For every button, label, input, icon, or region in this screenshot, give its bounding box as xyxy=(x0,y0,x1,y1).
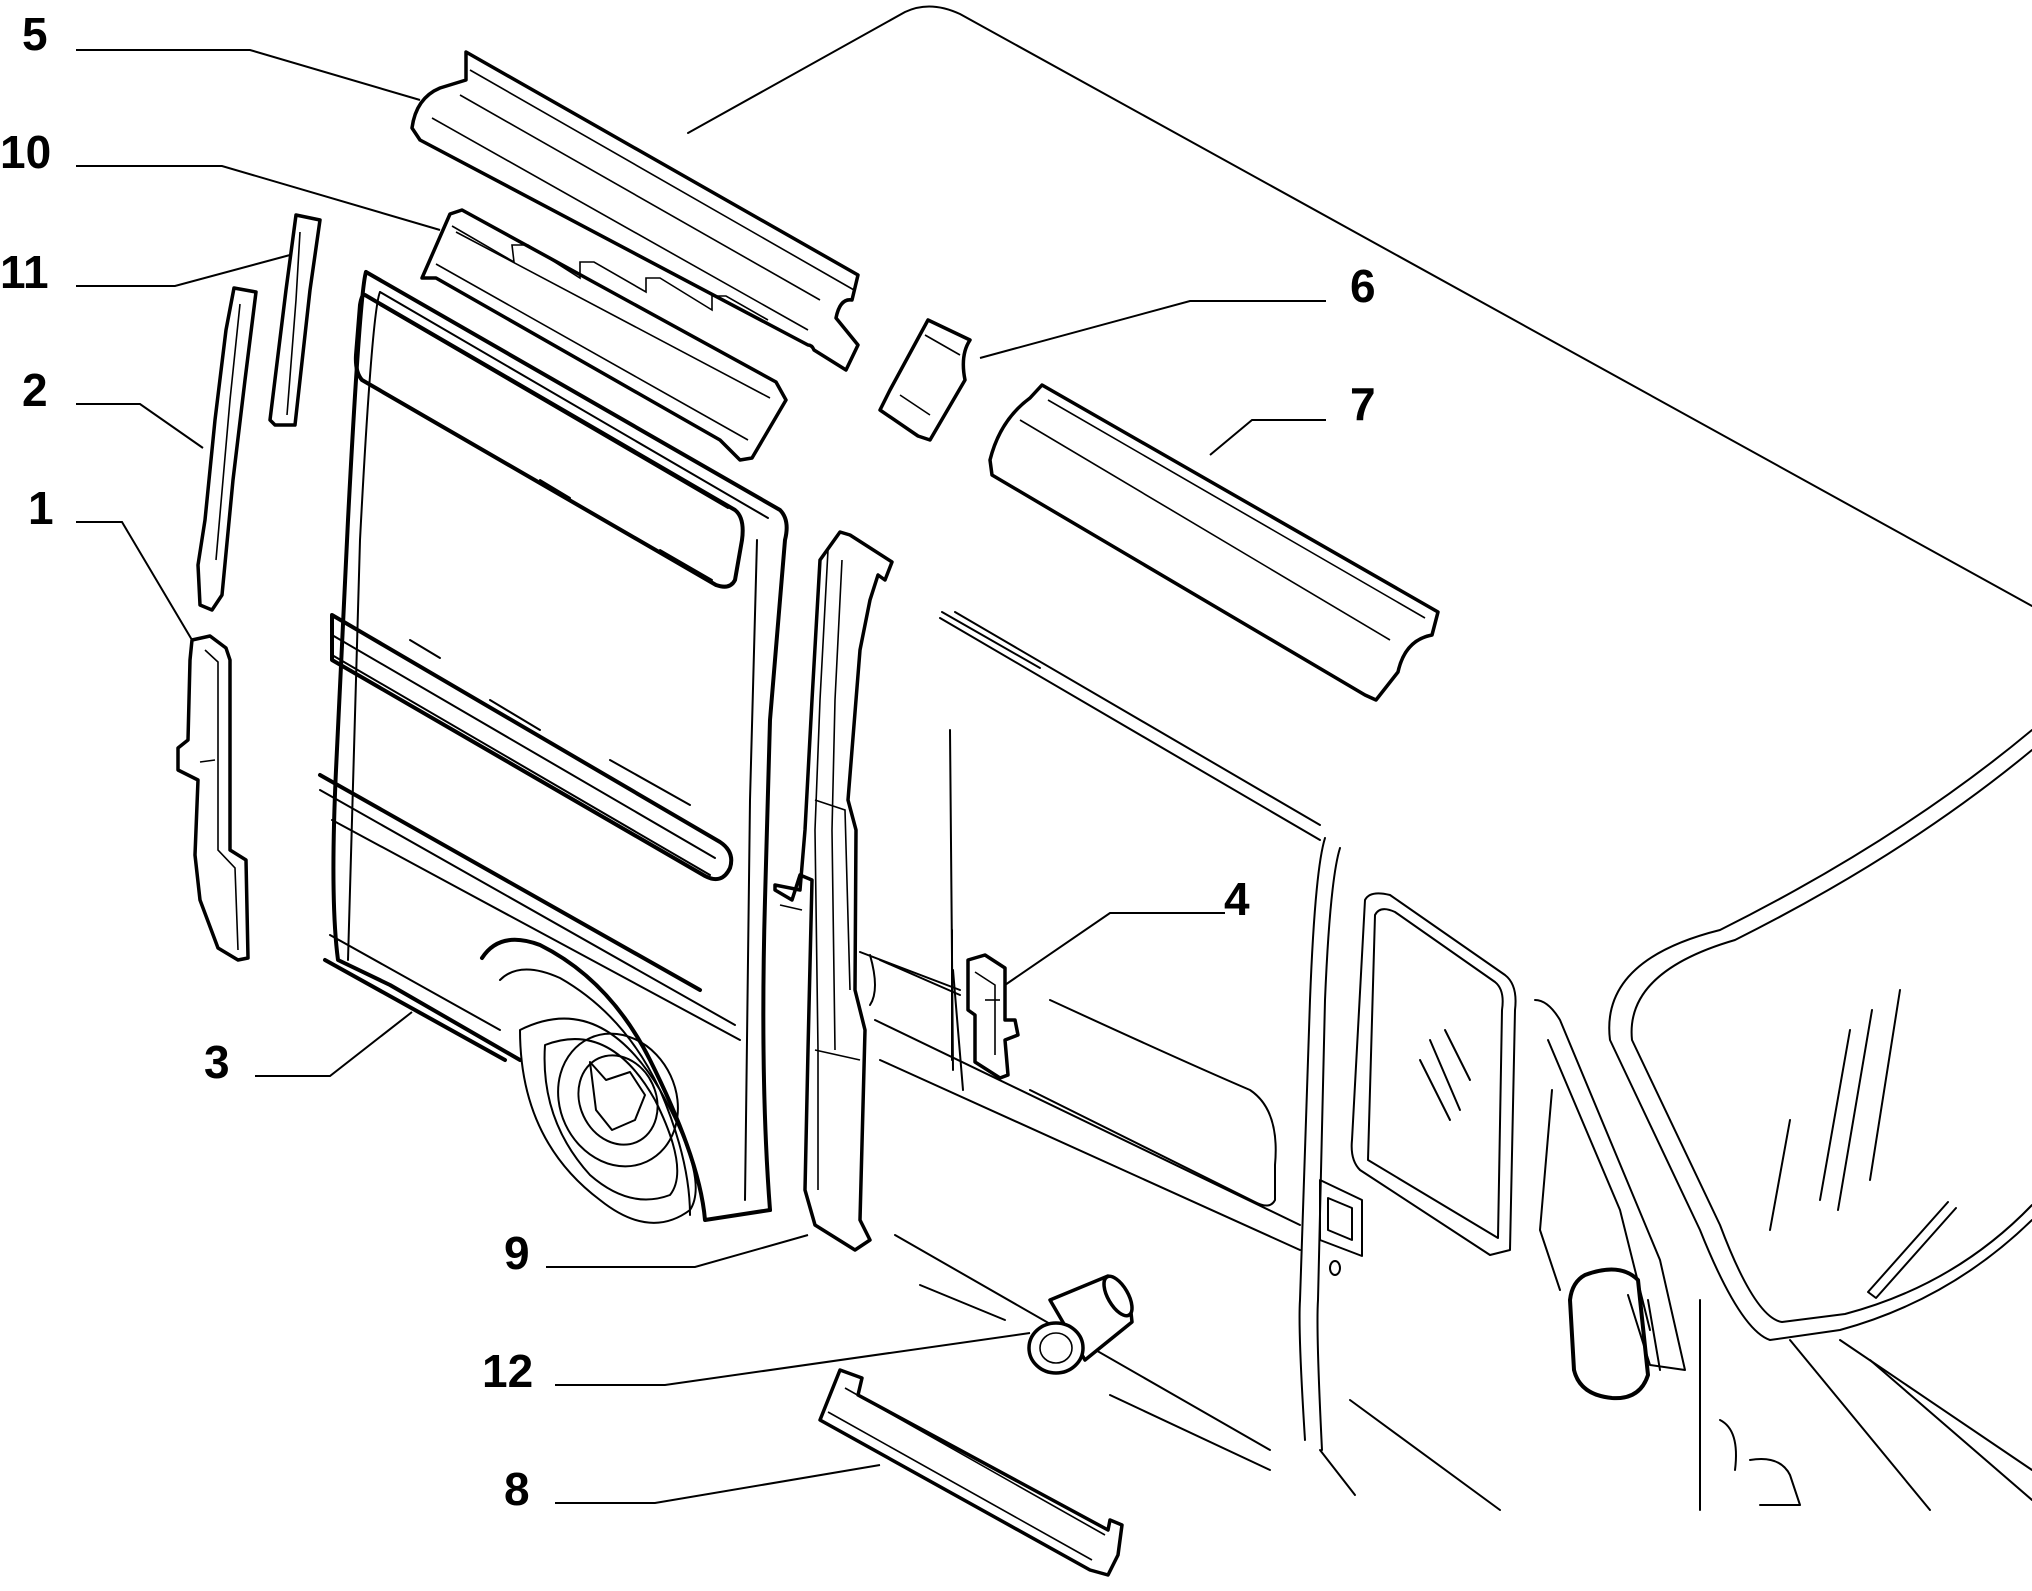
callout-9: 9 xyxy=(504,1227,530,1279)
callout-10: 10 xyxy=(0,126,51,178)
part-7-long-rail xyxy=(988,383,1440,702)
callout-6: 6 xyxy=(1350,260,1376,312)
callout-labels: 5 10 11 2 1 3 6 7 4 9 12 8 xyxy=(0,8,1376,1515)
part-9-center-pillar xyxy=(773,530,894,1252)
part-10-roof-member xyxy=(420,208,788,462)
leader-11 xyxy=(76,254,291,287)
callout-7: 7 xyxy=(1350,378,1376,430)
part-2-pillar-strip xyxy=(196,286,258,612)
rear-side-panel xyxy=(318,270,789,1224)
leader-10 xyxy=(76,165,441,231)
callout-1: 1 xyxy=(28,482,54,534)
part-5-roof-rail xyxy=(410,50,860,372)
part-6-small-bracket xyxy=(878,318,972,442)
leader-lines xyxy=(76,49,1326,1504)
leader-1 xyxy=(76,521,193,641)
leader-3 xyxy=(255,1011,413,1077)
van-body-outline xyxy=(687,5,2032,1511)
part-8-sill-strip xyxy=(818,1368,1124,1577)
leader-9 xyxy=(546,1234,809,1268)
leader-4 xyxy=(1004,912,1225,986)
callout-5: 5 xyxy=(22,8,48,60)
callout-8: 8 xyxy=(504,1463,530,1515)
part-12-bushing xyxy=(1027,1274,1134,1375)
leader-6 xyxy=(979,300,1326,359)
leader-12 xyxy=(555,1332,1031,1386)
leader-8 xyxy=(555,1464,881,1504)
callout-4: 4 xyxy=(1224,873,1250,925)
leader-5 xyxy=(76,49,421,101)
part-4-bracket xyxy=(966,953,1020,1080)
leader-2 xyxy=(76,403,204,449)
callout-2: 2 xyxy=(22,364,48,416)
leader-7 xyxy=(1209,419,1326,456)
callout-12: 12 xyxy=(482,1345,533,1397)
part-11-pillar-strip xyxy=(268,213,322,427)
callout-3: 3 xyxy=(204,1036,230,1088)
part-1-lower-bracket xyxy=(176,634,250,962)
callout-11: 11 xyxy=(0,246,49,298)
